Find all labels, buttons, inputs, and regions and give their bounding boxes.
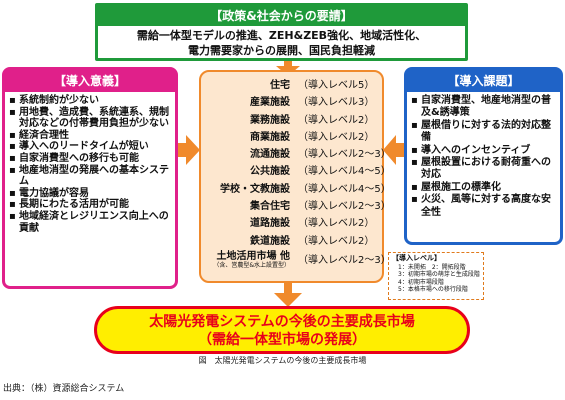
segment-name: 集合住宅	[250, 201, 290, 213]
market-segment-row: 公共施設 （導入レベル4〜5）	[205, 163, 391, 180]
level-legend: 【導入レベル】 1：未開拓 2：開拓段階 3：初期市場の萌芽と生成段階 4：初期…	[388, 252, 484, 300]
market-segments-list: 住宅 （導入レベル5） 産業施設 （導入レベル3） 業務施設 （導入レベル2） 商業施…	[205, 77, 391, 272]
segment-name: 土地活用市場 他	[216, 250, 290, 262]
market-segment-row: 道路施設 （導入レベル2）	[205, 215, 380, 232]
segment-level: （導入レベル2〜3）	[298, 254, 391, 266]
segment-level: （導入レベル2）	[298, 114, 375, 126]
significance-title: 【導入意義】	[5, 70, 175, 92]
policy-demand-line-2: 電力需要家からの展開、国民負担軽減	[188, 44, 375, 57]
segment-name: 産業施設	[250, 97, 290, 109]
segment-name: 商業施設	[250, 131, 290, 143]
segment-level: （導入レベル3）	[298, 97, 375, 109]
figure-caption: 図 太陽光発電システムの今後の主要成長市場	[198, 356, 367, 365]
market-segment-row: 鉄道施設 （導入レベル2）	[205, 233, 380, 250]
significance-item: 地域経済とレジリエンス向上への貢献	[9, 211, 173, 234]
legend-item: 3：初期市場の萌芽と生成段階	[398, 271, 480, 279]
significance-item: 自家消費型への移行も可能	[9, 153, 173, 165]
policy-demand-body: 需給一体型モデルの推進、ZEH&ZEB強化、地域活性化、 電力需要家からの展開、…	[98, 28, 465, 58]
challenges-list: 自家消費型、地産地消型の普及&誘導策 屋根借りに対する法的対応整備 導入へのイン…	[411, 95, 558, 219]
market-segment-row: 土地活用市場 他 （含、営農型&水上設置型） （導入レベル2〜3）	[205, 250, 390, 272]
challenge-item: 屋根設置における耐荷重への対応	[411, 157, 558, 182]
significance-item: 導入へのリードタイムが短い	[9, 141, 173, 153]
challenge-item: 屋根施工の標準化	[411, 182, 558, 195]
challenge-item: 自家消費型、地産地消型の普及&誘導策	[411, 95, 558, 120]
policy-demand-line-1: 需給一体型モデルの推進、ZEH&ZEB強化、地域活性化、	[136, 29, 427, 42]
segment-name: 学校・文教施設	[220, 183, 290, 195]
segment-level: （導入レベル2〜3）	[298, 201, 391, 213]
growth-market-title: 太陽光発電システムの今後の主要成長市場	[149, 314, 415, 330]
challenge-item: 導入へのインセンティブ	[411, 145, 558, 158]
significance-item: 電力協議が容易	[9, 188, 173, 200]
market-segment-row: 業務施設 （導入レベル2）	[205, 112, 380, 129]
segment-name: 業務施設	[250, 114, 290, 126]
source-credit: 出典：（株）資源総合システム	[3, 384, 125, 394]
policy-demand-box: 【政策&社会からの要請】 需給一体型モデルの推進、ZEH&ZEB強化、地域活性化…	[95, 3, 468, 61]
segment-name: 公共施設	[250, 166, 290, 178]
arrow-left-right	[178, 135, 200, 165]
segment-level: （導入レベル2〜3）	[298, 149, 391, 161]
segment-level: （導入レベル2）	[298, 235, 375, 247]
arrow-bottom-down	[274, 283, 302, 307]
significance-list: 系統制約が少ない 用地費、造成費、系統連系、規制対応などの付帯費用負担が少ない …	[9, 95, 173, 234]
segment-level: （導入レベル2）	[298, 218, 375, 230]
segment-level: （導入レベル2）	[298, 131, 375, 143]
segment-note: （含、営農型&水上設置型）	[213, 261, 290, 269]
legend-title: 【導入レベル】	[392, 254, 441, 262]
segment-name: 鉄道施設	[250, 235, 290, 247]
legend-item: 5：本格市場への移行段階	[398, 286, 468, 294]
challenge-item: 屋根借りに対する法的対応整備	[411, 120, 558, 145]
market-segment-row: 学校・文教施設 （導入レベル4〜5）	[205, 181, 391, 198]
legend-item: 1：未開拓 2：開拓段階	[398, 263, 466, 271]
growth-market-oval: 太陽光発電システムの今後の主要成長市場 （需給一体型市場の発展）	[94, 306, 470, 354]
significance-item: 用地費、造成費、系統連系、規制対応などの付帯費用負担が少ない	[9, 107, 173, 130]
market-segment-row: 商業施設 （導入レベル2）	[205, 129, 380, 146]
market-segment-row: 産業施設 （導入レベル3）	[205, 94, 380, 111]
segment-name: 住宅	[270, 80, 290, 91]
segment-level: （導入レベル4〜5）	[298, 166, 391, 178]
segment-level: （導入レベル5）	[298, 80, 375, 91]
significance-item: 経済合理性	[9, 130, 173, 142]
legend-item: 4：初期市場段階	[398, 278, 444, 286]
market-segments-box: 住宅 （導入レベル5） 産業施設 （導入レベル3） 業務施設 （導入レベル2） 商業施…	[199, 70, 391, 283]
market-segment-row: 住宅 （導入レベル5）	[205, 77, 380, 94]
growth-market-subtitle: （需給一体型市場の発展）	[198, 332, 366, 348]
market-segment-row: 流通施設 （導入レベル2〜3）	[205, 146, 391, 163]
challenges-title: 【導入課題】	[407, 70, 560, 92]
market-segment-row: 集合住宅 （導入レベル2〜3）	[205, 198, 391, 215]
challenges-box: 【導入課題】 自家消費型、地産地消型の普及&誘導策 屋根借りに対する法的対応整備…	[404, 67, 563, 245]
segment-level: （導入レベル4〜5）	[298, 183, 391, 195]
significance-box: 【導入意義】 系統制約が少ない 用地費、造成費、系統連系、規制対応などの付帯費用…	[2, 67, 178, 289]
significance-item: 系統制約が少ない	[9, 95, 173, 107]
policy-demand-title: 【政策&社会からの要請】	[98, 6, 465, 26]
segment-name: 道路施設	[250, 218, 290, 230]
challenge-item: 火災、風等に対する高度な安全性	[411, 194, 558, 219]
significance-item: 長期にわたる活用が可能	[9, 199, 173, 211]
segment-name: 流通施設	[250, 149, 290, 161]
significance-item: 地産地消型の発展への基本システム	[9, 165, 173, 188]
